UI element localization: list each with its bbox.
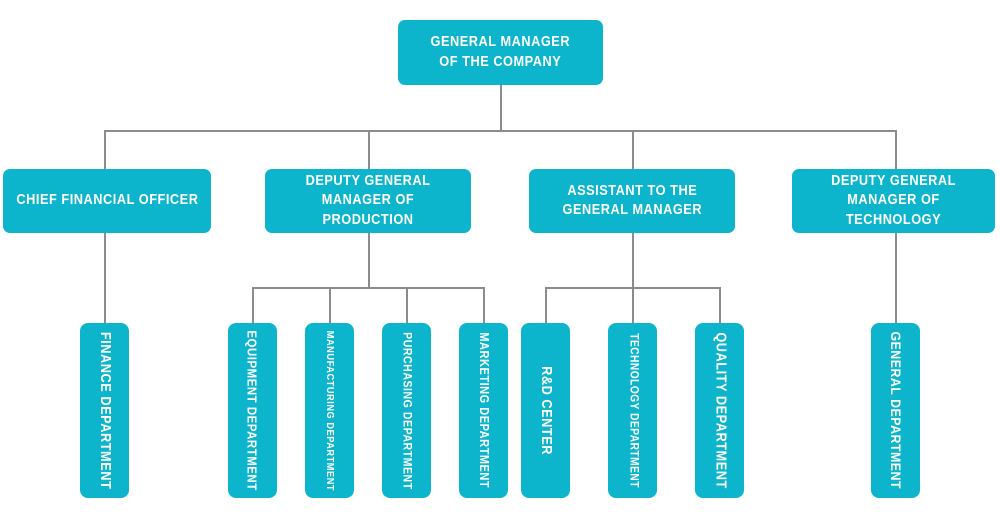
node-marketing-department[interactable]: MARKETING DEPARTMENT xyxy=(459,323,508,498)
connector-drop-rd-center xyxy=(545,287,547,323)
node-manufacturing-department-label: MANUFACTURING DEPARTMENT xyxy=(324,330,337,491)
connector-drop-manufacturing xyxy=(329,287,331,323)
connector-cfo-to-finance xyxy=(104,233,106,323)
node-finance-department[interactable]: FINANCE DEPARTMENT xyxy=(80,323,129,498)
node-deputy-general-manager-technology-label: DEPUTY GENERAL MANAGER OF TECHNOLOGY xyxy=(831,173,956,228)
connector-drop-assistant xyxy=(632,130,634,169)
connector-drop-quality xyxy=(719,287,721,323)
node-quality-department-label: QUALITY DEPARTMENT xyxy=(712,332,729,489)
connector-production-stem xyxy=(368,233,370,288)
node-general-department[interactable]: GENERAL DEPARTMENT xyxy=(871,323,920,498)
node-deputy-general-manager-production-label: DEPUTY GENERAL MANAGER OF PRODUCTION xyxy=(305,173,431,228)
node-deputy-general-manager-production[interactable]: DEPUTY GENERAL MANAGER OF PRODUCTION xyxy=(265,169,471,233)
node-technology-department-label: TECHNOLOGY DEPARTMENT xyxy=(627,333,640,488)
connector-drop-technology-dept xyxy=(632,287,634,323)
connector-drop-marketing xyxy=(483,287,485,323)
connector-level2-bus xyxy=(104,130,897,132)
node-deputy-general-manager-technology[interactable]: DEPUTY GENERAL MANAGER OF TECHNOLOGY xyxy=(792,169,995,233)
connector-technology-to-general xyxy=(895,233,897,323)
node-chief-financial-officer-label: CHIEF FINANCIAL OFFICER xyxy=(15,192,199,209)
node-quality-department[interactable]: QUALITY DEPARTMENT xyxy=(695,323,744,498)
connector-drop-equipment xyxy=(252,287,254,323)
connector-drop-technology xyxy=(895,130,897,169)
node-assistant-to-general-manager-label: ASSISTANT TO THE GENERAL MANAGER xyxy=(562,182,702,218)
connector-drop-purchasing xyxy=(406,287,408,323)
node-manufacturing-department[interactable]: MANUFACTURING DEPARTMENT xyxy=(305,323,354,498)
node-rd-center[interactable]: R&D CENTER xyxy=(521,323,570,498)
node-equipment-department[interactable]: EQUIPMENT DEPARTMENT xyxy=(228,323,277,498)
node-rd-center-label: R&D CENTER xyxy=(538,366,555,455)
node-general-manager-label: GENERAL MANAGER OF THE COMPANY xyxy=(430,34,571,70)
node-purchasing-department[interactable]: PURCHASING DEPARTMENT xyxy=(382,323,431,498)
node-equipment-department-label: EQUIPMENT DEPARTMENT xyxy=(245,330,261,491)
connector-drop-cfo xyxy=(104,130,106,169)
connector-assistant-stem xyxy=(632,233,634,288)
node-general-department-label: GENERAL DEPARTMENT xyxy=(887,331,904,490)
connector-gm-stem xyxy=(500,85,502,131)
node-chief-financial-officer[interactable]: CHIEF FINANCIAL OFFICER xyxy=(3,169,211,233)
connector-production-bus xyxy=(252,287,484,289)
node-marketing-department-label: MARKETING DEPARTMENT xyxy=(476,332,491,489)
node-assistant-to-general-manager[interactable]: ASSISTANT TO THE GENERAL MANAGER xyxy=(529,169,735,233)
node-technology-department[interactable]: TECHNOLOGY DEPARTMENT xyxy=(608,323,657,498)
node-purchasing-department-label: PURCHASING DEPARTMENT xyxy=(400,331,415,490)
connector-drop-production xyxy=(368,130,370,169)
node-finance-department-label: FINANCE DEPARTMENT xyxy=(97,331,114,490)
node-general-manager[interactable]: GENERAL MANAGER OF THE COMPANY xyxy=(398,20,603,85)
